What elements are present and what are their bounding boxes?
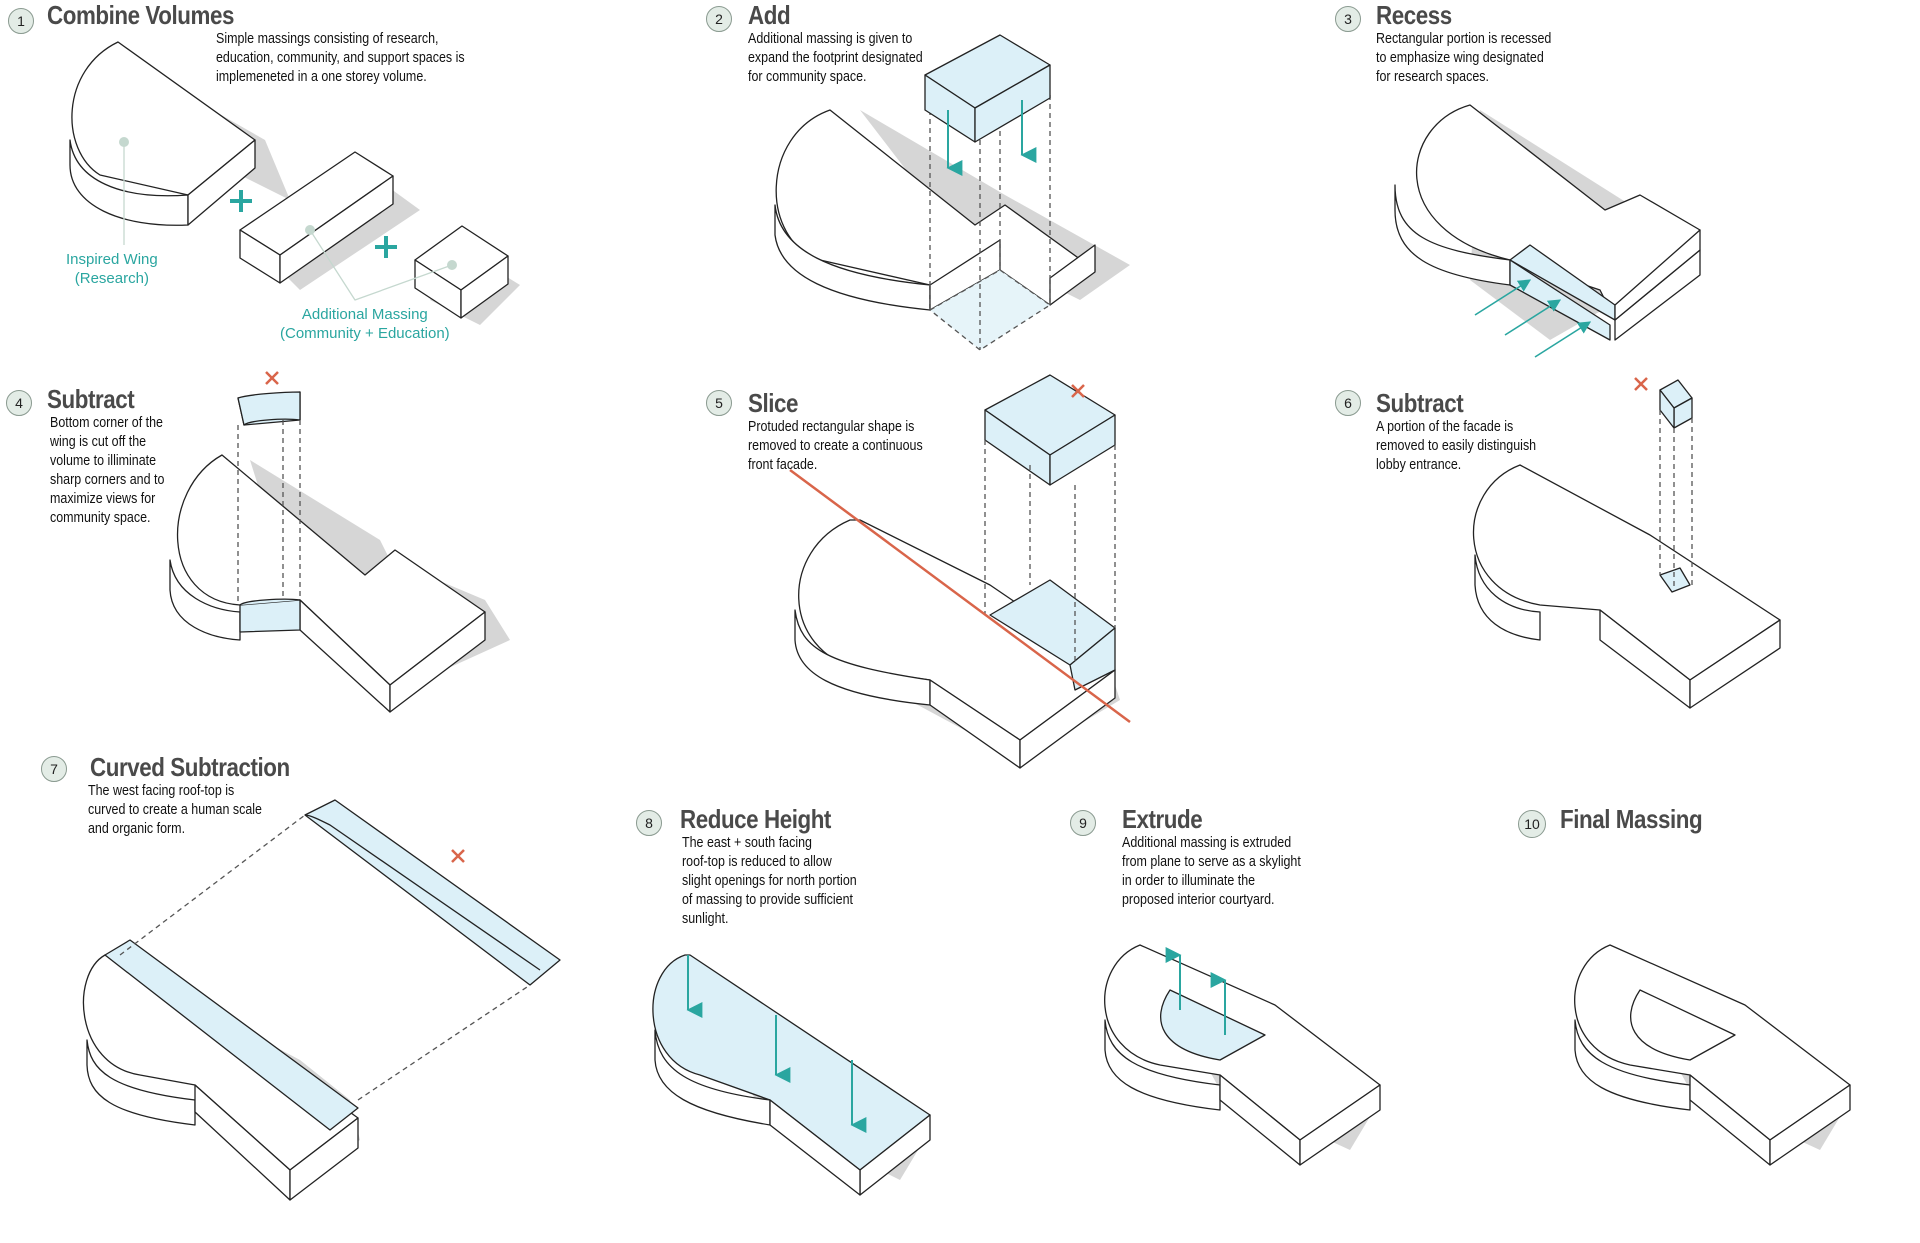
step-description: Additional massing is given to expand th… (748, 31, 923, 85)
step10-drawing (1574, 944, 1851, 1166)
callout-inspired-wing: Inspired Wing (Research) (66, 251, 158, 287)
step-number: 8 (636, 810, 662, 836)
step-description: The east + south facing roof-top is redu… (682, 835, 857, 927)
step-number: 5 (706, 390, 732, 416)
step-number: 1 (8, 8, 34, 34)
step-title: Add (748, 0, 791, 30)
step4-drawing (169, 371, 510, 713)
step-title: Recess (1376, 0, 1452, 30)
step-title: Subtract (47, 384, 135, 414)
step-description: A portion of the facade is removed to ea… (1376, 419, 1537, 473)
step8-drawing (652, 954, 931, 1196)
step-number: 9 (1070, 810, 1096, 836)
step3-drawing (1394, 104, 1701, 358)
step7-drawing (82, 799, 561, 1201)
step1-drawing (69, 41, 520, 325)
step9-drawing (1104, 944, 1381, 1166)
step5-drawing (789, 374, 1131, 769)
step6-drawing (1473, 377, 1781, 709)
step-title: Final Massing (1560, 804, 1703, 834)
step-number: 6 (1335, 390, 1361, 416)
step-number: 7 (41, 756, 67, 782)
step-number: 2 (706, 6, 732, 32)
step-description: Bottom corner of the wing is cut off the… (50, 415, 165, 526)
step-title: Extrude (1122, 804, 1203, 834)
step-title: Curved Subtraction (90, 752, 290, 782)
step-title: Slice (748, 388, 799, 418)
step-description: Simple massings consisting of research, … (216, 31, 465, 85)
step-title: Subtract (1376, 388, 1464, 418)
step-description: Additional massing is extruded from plan… (1122, 835, 1301, 908)
step-title: Reduce Height (680, 804, 831, 834)
step-description: The west facing roof-top is curved to cr… (88, 783, 262, 837)
callout-additional-massing: Additional Massing (Community + Educatio… (280, 306, 450, 342)
step-description: Rectangular portion is recessed to empha… (1376, 31, 1552, 85)
step-title: Combine Volumes (47, 0, 234, 30)
step2-drawing (774, 34, 1130, 351)
step-description: Protuded rectangular shape is removed to… (748, 419, 923, 473)
step-number: 4 (6, 390, 32, 416)
step-number: 3 (1335, 6, 1361, 32)
step-number: 10 (1518, 810, 1546, 838)
